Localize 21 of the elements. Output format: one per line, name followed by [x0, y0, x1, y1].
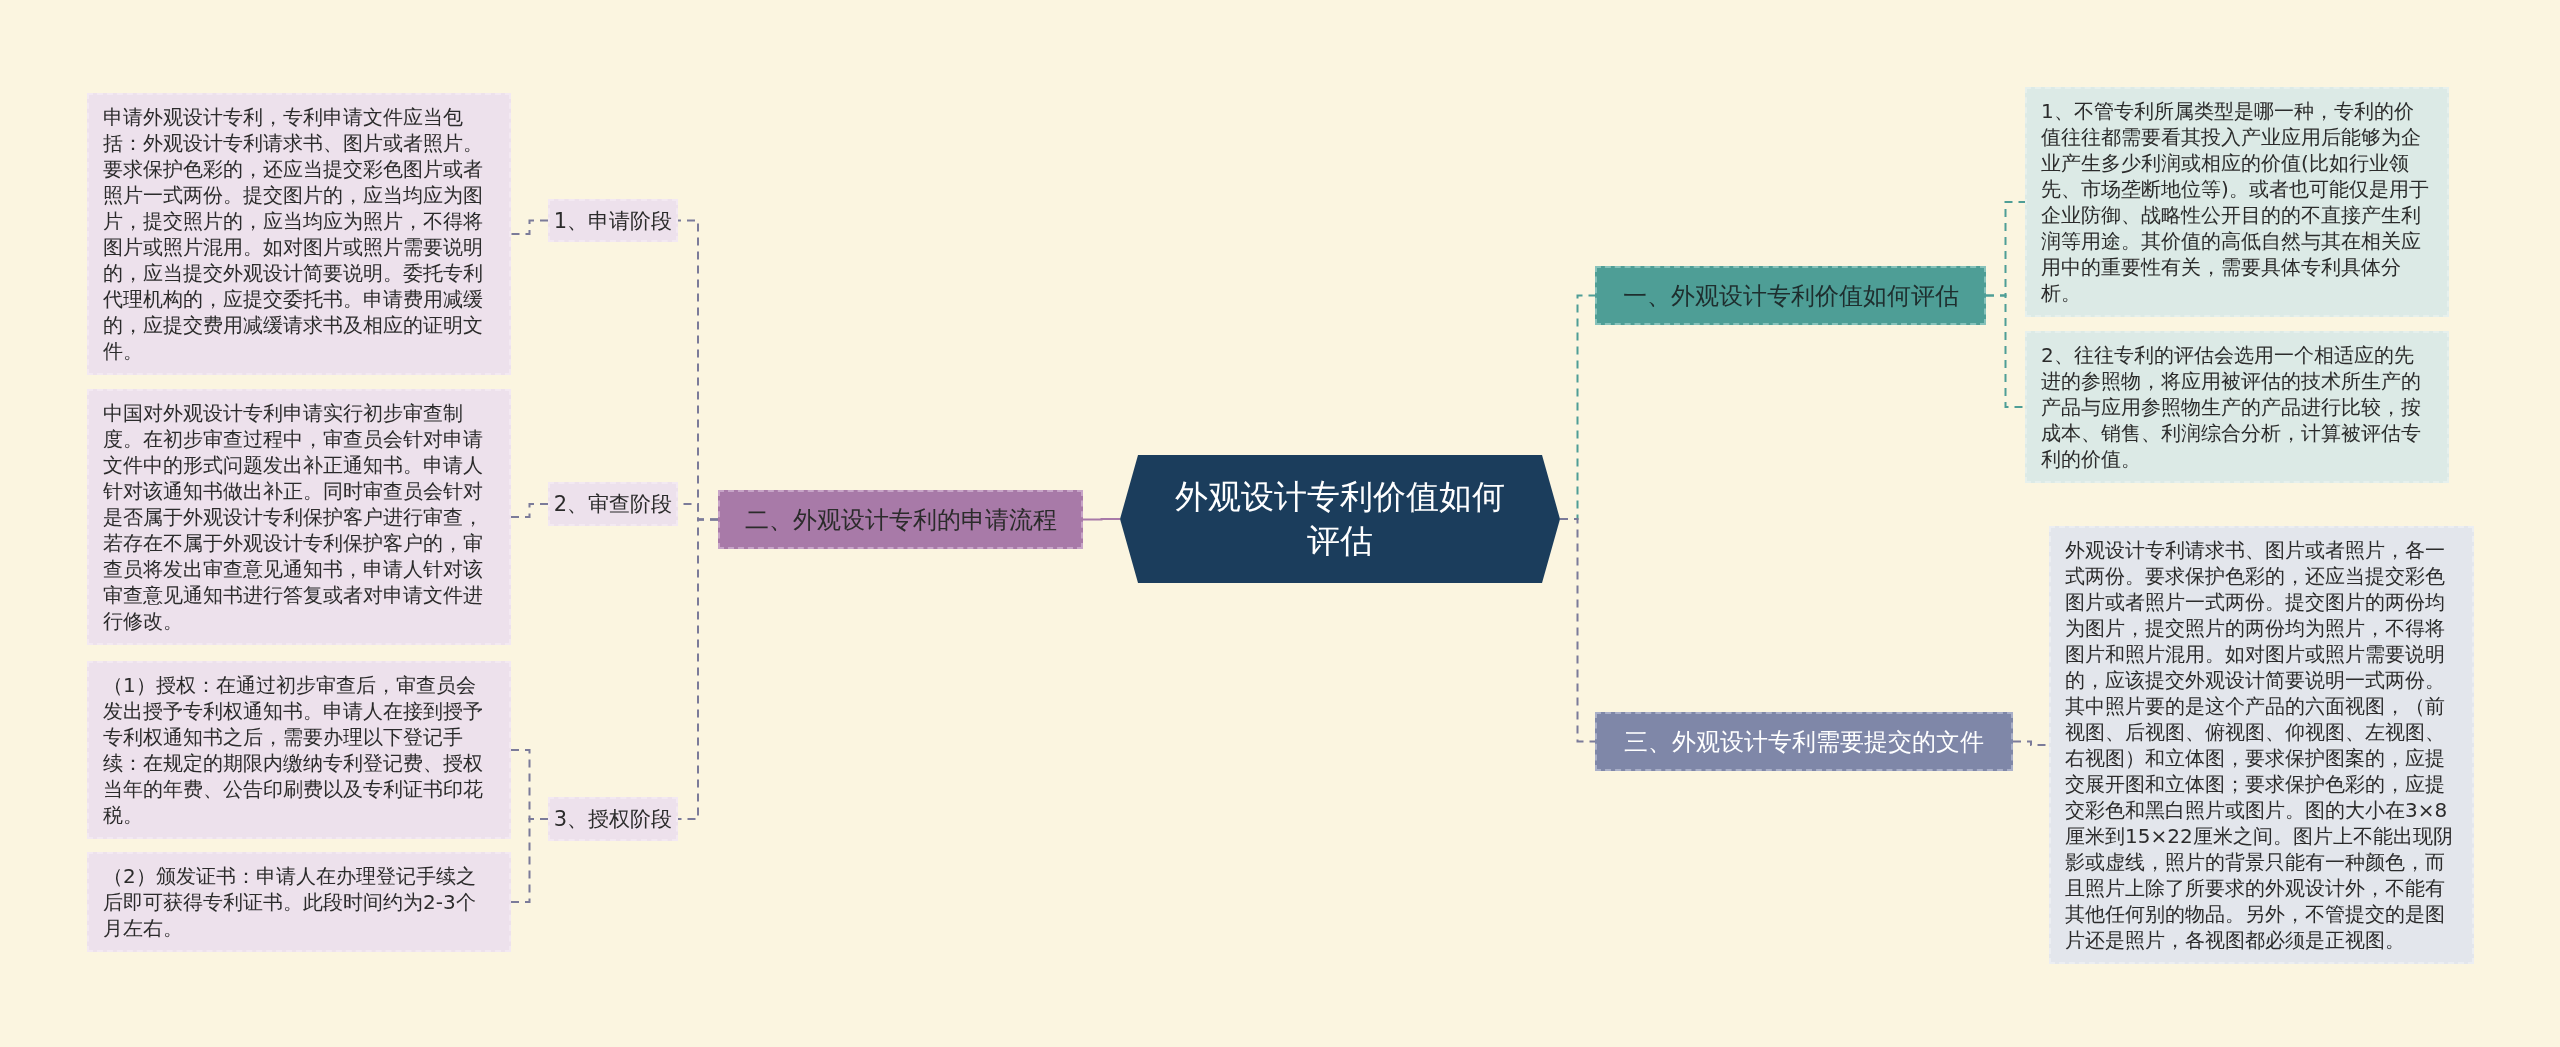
central-topic: 外观设计专利价值如何评估: [1120, 455, 1560, 583]
note-box: （2）颁发证书：申请人在办理登记手续之后即可获得专利证书。此段时间约为2-3个月左右。: [87, 852, 511, 952]
note-box: 1、不管专利所属类型是哪一种，专利的价值往往都需要看其投入产业应用后能够为企业产生多少利润或相应的价值(比如行业领先、市场垄断地位等)。或者也可能仅是用于企业防御、战略性公开目的的不直接产生利润等用途。其价值的高低自然与其在相关应用中的重要性有关，需要具体专利具体分析。: [2025, 87, 2449, 317]
connector-line: [677, 518, 719, 820]
note-box: （1）授权：在通过初步审查后，审查员会发出授予专利权通知书。申请人在接到授予专利权通知书之后，需要办理以下登记手续：在规定的期限内缴纳专利登记费、授权当年的年费、公告印刷费以及专利证书印花税。: [87, 661, 511, 839]
connector-line: [1985, 294, 2026, 408]
note-box: 中国对外观设计专利申请实行初步审查制度。在初步审查过程中，审查员会针对申请文件中的形式问题发出补正通知书。申请人针对该通知书做出补正。同时审查员会针对是否属于外观设计专利保护客户进行审查，若存在不属于外观设计专利保护客户的，审查员将发出审查意见通知书，申请人针对该审查意见通知书进行答复或者对申请文件进行修改。: [87, 389, 511, 645]
note-box: 外观设计专利请求书、图片或者照片，各一式两份。要求保护色彩的，还应当提交彩色图片或者照片一式两份。提交图片的两份均为图片，提交照片的两份均为照片，不得将图片和照片混用。如对图片或照片需要说明的，应该提交外观设计简要说明一式两份。其中照片要的是这个产品的六面视图，（前视图、后视图、俯视图、仰视图、左视图、右视图）和立体图，要求保护图案的，应提交展开图和立体图；要求保护色彩的，应提交彩色和黑白照片或图片。图的大小在3×8厘米到15×22厘米之间。图片上不能出现阴影或虚线，照片的背景只能有一种颜色，而且照片上除了所要求的外观设计外，不能有其他任何别的物品。另外，不管提交的是图片还是照片，各视图都必须是正视图。: [2049, 526, 2474, 964]
connector-line: [510, 503, 549, 518]
branch-topic: 一、外观设计专利价值如何评估: [1595, 266, 1986, 325]
subtopic-box: 3、授权阶段: [548, 797, 678, 841]
branch-topic: 二、外观设计专利的申请流程: [718, 490, 1083, 549]
branch-topic: 三、外观设计专利需要提交的文件: [1595, 712, 2013, 771]
connector-line: [1559, 518, 1596, 743]
subtopic-box: 1、申请阶段: [548, 199, 678, 242]
connector-line: [510, 818, 549, 903]
note-box: 申请外观设计专利，专利申请文件应当包括：外观设计专利请求书、图片或者照片。要求保护色彩的，还应当提交彩色图片或者照片一式两份。提交图片的，应当均应为图片，提交照片的，应当均应为照片，不得将图片或照片混用。如对图片或照片需要说明的，应当提交外观设计简要说明。委托专利代理机构的，应提交委托书。申请费用减缓的，应提交费用减缓请求书及相应的证明文件。: [87, 93, 511, 375]
note-box: 2、往往专利的评估会选用一个相适应的先进的参照物，将应用被评估的技术所生产的产品与应用参照物生产的产品进行比较，按成本、销售、利润综合分析，计算被评估专利的价值。: [2025, 331, 2449, 483]
connector-line: [1082, 518, 1121, 521]
connector-line: [510, 219, 549, 235]
subtopic-box: 2、审查阶段: [548, 482, 678, 526]
